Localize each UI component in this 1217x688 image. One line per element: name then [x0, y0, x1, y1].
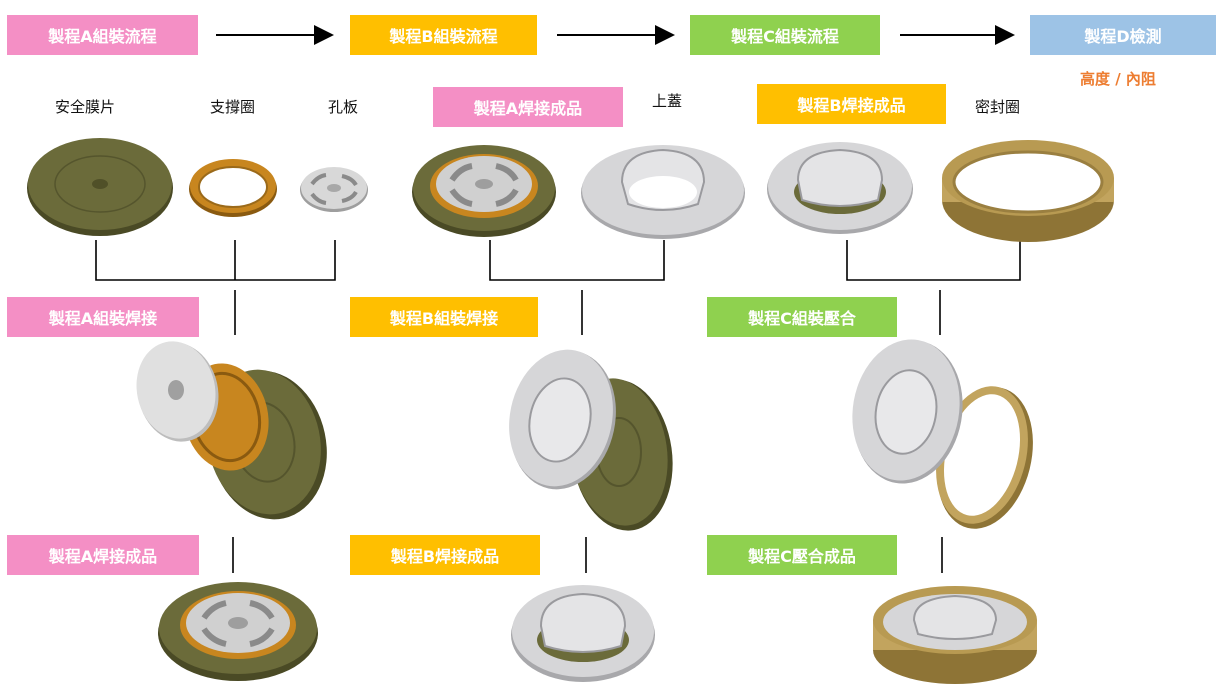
- top-cover-part: [581, 145, 745, 239]
- flow-step-b: 製程B組裝流程: [350, 15, 537, 55]
- seal-ring-part: [942, 140, 1114, 242]
- welded-b-part: [767, 142, 913, 234]
- process-a-result-label: 製程A焊接成品: [48, 547, 158, 566]
- flow-step-d-label: 製程D檢測: [1084, 27, 1162, 46]
- bracket-a: [95, 240, 336, 281]
- bracket-b: [489, 240, 665, 281]
- part-label-support-ring: 支撐圈: [210, 98, 256, 116]
- part-label-membrane: 安全膜片: [55, 98, 116, 116]
- welded-a-part: [412, 145, 556, 237]
- flow-step-c: 製程C組裝流程: [690, 15, 880, 55]
- support-ring-part: [189, 159, 277, 217]
- flow-step-a-label: 製程A組裝流程: [48, 27, 157, 46]
- part-label-top-cover: 上蓋: [652, 92, 683, 110]
- process-a-assembly-box: 製程A組裝焊接: [7, 297, 199, 337]
- process-a-assembly-label: 製程A組裝焊接: [48, 309, 158, 328]
- process-c-input-box: 製程B焊接成品: [757, 84, 946, 124]
- bracket-c: [846, 240, 1021, 281]
- flow-step-d: 製程D檢測: [1030, 15, 1216, 55]
- flow-step-b-label: 製程B組裝流程: [389, 27, 498, 46]
- result-c-part: [873, 586, 1037, 684]
- result-b-part: [511, 585, 655, 682]
- flow-step-a: 製程A組裝流程: [7, 15, 198, 55]
- process-c-input-label: 製程B焊接成品: [797, 96, 906, 115]
- process-a-result-box: 製程A焊接成品: [7, 535, 199, 575]
- process-b-result-box: 製程B焊接成品: [350, 535, 540, 575]
- part-label-orifice-plate: 孔板: [328, 98, 359, 116]
- step-d-note: 高度 / 內阻: [1080, 70, 1156, 88]
- process-b-input-box: 製程A焊接成品: [433, 87, 623, 127]
- connectors: [95, 240, 1021, 573]
- process-c-result-label: 製程C壓合成品: [748, 547, 856, 566]
- assembly-b-view: [509, 349, 673, 531]
- process-b-assembly-label: 製程B組裝焊接: [389, 309, 499, 328]
- assembly-a-view: [136, 341, 327, 520]
- process-b-assembly-box: 製程B組裝焊接: [350, 297, 538, 337]
- process-c-assembly-box: 製程C組裝壓合: [707, 297, 897, 337]
- process-b-input-label: 製程A焊接成品: [473, 99, 583, 118]
- part-label-seal-ring: 密封圈: [975, 98, 1021, 116]
- flow-step-c-label: 製程C組裝流程: [731, 27, 839, 46]
- orifice-plate-part: [300, 167, 368, 212]
- process-b-result-label: 製程B焊接成品: [390, 547, 500, 566]
- membrane-part: [27, 138, 173, 236]
- assembly-c-view: [852, 339, 1033, 529]
- process-c-assembly-label: 製程C組裝壓合: [748, 309, 856, 328]
- process-c-result-box: 製程C壓合成品: [707, 535, 897, 575]
- result-a-part: [158, 582, 318, 681]
